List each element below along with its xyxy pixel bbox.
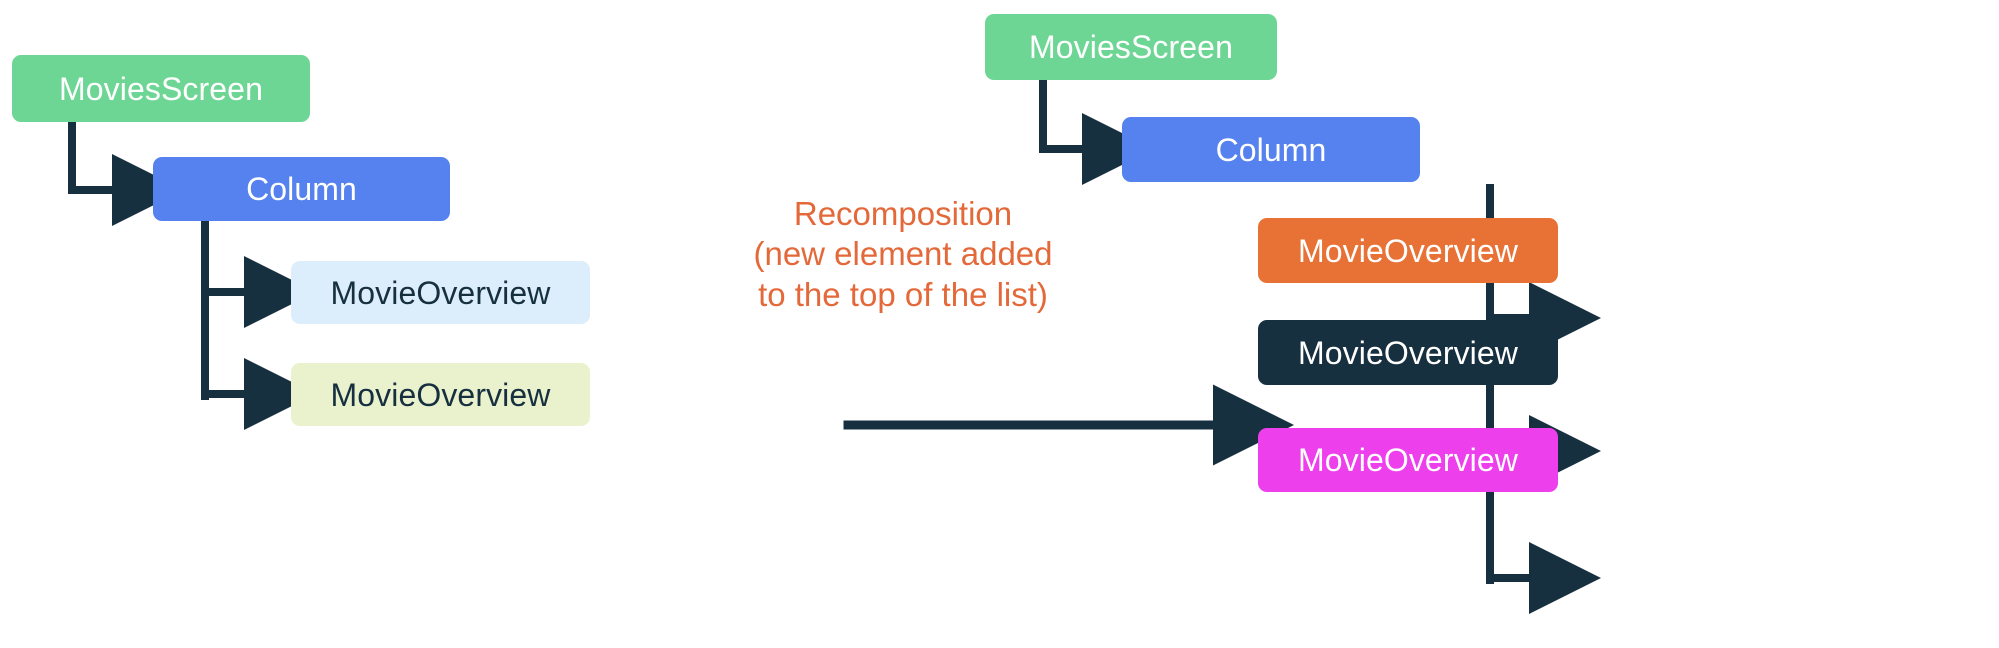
- node-movie-overview-after-3[interactable]: MovieOverview: [1258, 428, 1558, 492]
- node-label: Column: [246, 171, 357, 207]
- node-label: MoviesScreen: [1029, 29, 1233, 65]
- node-movie-overview-before-2[interactable]: MovieOverview: [291, 363, 590, 426]
- node-movies-screen-before[interactable]: MoviesScreen: [12, 55, 310, 122]
- left-connector-column-trunk: [201, 220, 316, 430]
- left-connector-screen-to-column: [68, 120, 184, 226]
- node-movies-screen-after[interactable]: MoviesScreen: [985, 14, 1277, 80]
- recomposition-caption: Recomposition (new element added to the …: [673, 194, 1133, 315]
- node-label: MovieOverview: [1297, 442, 1519, 478]
- node-movie-overview-after-1[interactable]: MovieOverview: [1258, 218, 1558, 283]
- node-label: MovieOverview: [1297, 232, 1519, 269]
- node-column-before[interactable]: Column: [153, 157, 450, 221]
- right-connector-screen-to-column: [1039, 79, 1154, 185]
- caption-line-1: Recomposition: [793, 195, 1013, 232]
- node-label: MovieOverview: [330, 376, 551, 413]
- node-column-after[interactable]: Column: [1122, 117, 1420, 182]
- node-movie-overview-after-2[interactable]: MovieOverview: [1258, 320, 1558, 385]
- node-label: MoviesScreen: [59, 70, 263, 107]
- node-label: MovieOverview: [1297, 334, 1519, 371]
- caption-line-2: (new element added: [753, 235, 1053, 273]
- node-label: Column: [1215, 131, 1327, 168]
- caption-line-3: to the top of the list): [758, 275, 1048, 313]
- node-label: MovieOverview: [330, 274, 551, 311]
- node-movie-overview-before-1[interactable]: MovieOverview: [291, 261, 590, 324]
